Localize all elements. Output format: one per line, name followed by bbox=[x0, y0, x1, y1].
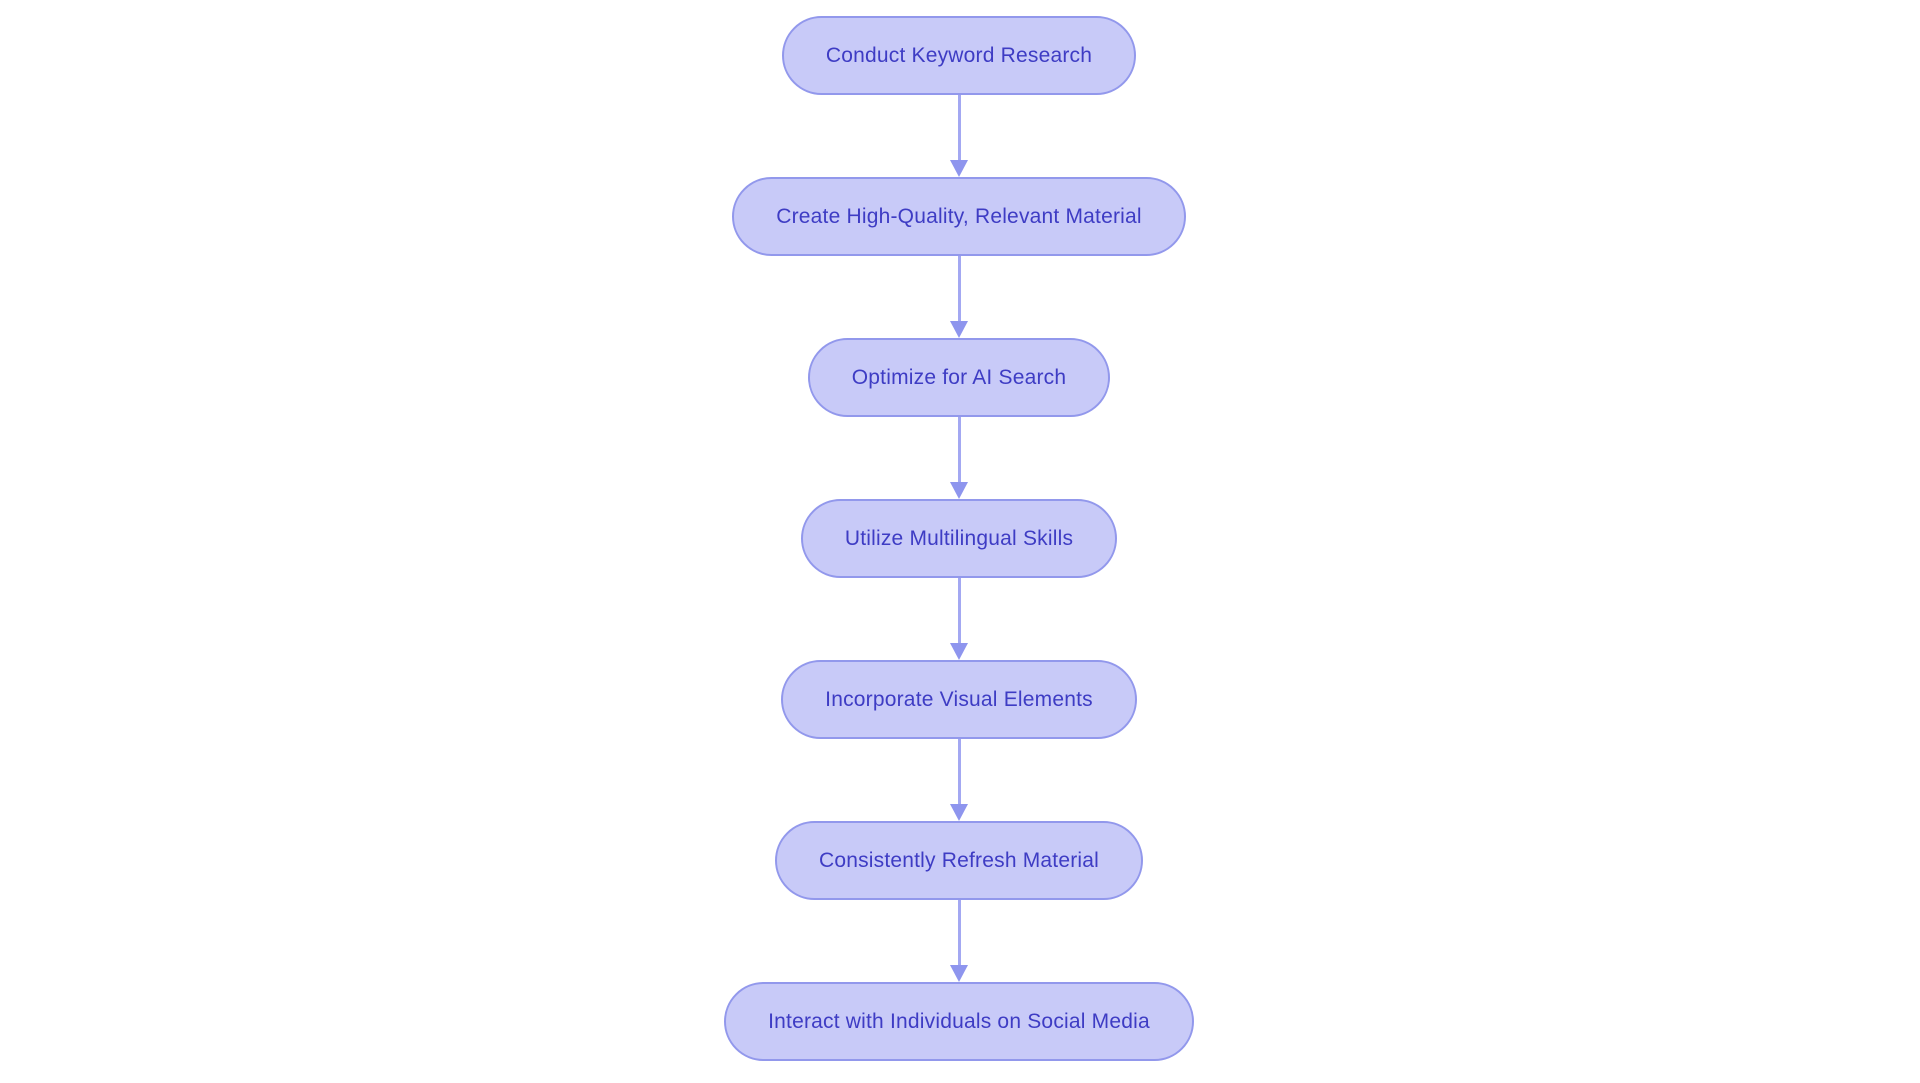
flow-node-label: Conduct Keyword Research bbox=[825, 43, 1093, 67]
flow-arrow-2 bbox=[950, 256, 968, 338]
arrow-line bbox=[957, 739, 961, 805]
flow-node-incorporate-visual-elements: Incorporate Visual Elements bbox=[781, 660, 1137, 739]
flow-node-create-high-quality-material: Create High-Quality, Relevant Material bbox=[732, 177, 1186, 256]
arrow-head-icon bbox=[950, 321, 968, 338]
arrow-head-icon bbox=[950, 160, 968, 177]
arrow-line bbox=[957, 900, 961, 966]
flow-arrow-3 bbox=[950, 417, 968, 499]
flow-node-optimize-for-ai-search: Optimize for AI Search bbox=[807, 338, 1111, 417]
flow-node-label: Incorporate Visual Elements bbox=[825, 687, 1093, 711]
flow-node-consistently-refresh-material: Consistently Refresh Material bbox=[774, 821, 1144, 900]
arrow-head-icon bbox=[950, 965, 968, 982]
flow-node-label: Optimize for AI Search bbox=[851, 365, 1067, 389]
flow-arrow-6 bbox=[950, 900, 968, 982]
arrow-head-icon bbox=[950, 643, 968, 660]
flow-node-label: Interact with Individuals on Social Medi… bbox=[768, 1009, 1150, 1033]
flow-node-utilize-multilingual-skills: Utilize Multilingual Skills bbox=[800, 499, 1118, 578]
flow-node-interact-on-social-media: Interact with Individuals on Social Medi… bbox=[724, 982, 1194, 1061]
flow-arrow-1 bbox=[950, 95, 968, 177]
flow-node-label: Utilize Multilingual Skills bbox=[844, 526, 1074, 550]
arrow-line bbox=[957, 95, 961, 161]
arrow-line bbox=[957, 417, 961, 483]
flow-arrow-4 bbox=[950, 578, 968, 660]
arrow-line bbox=[957, 578, 961, 644]
arrow-head-icon bbox=[950, 482, 968, 499]
flow-node-label: Consistently Refresh Material bbox=[818, 848, 1100, 872]
flow-node-label: Create High-Quality, Relevant Material bbox=[776, 204, 1142, 228]
flow-arrow-5 bbox=[950, 739, 968, 821]
flow-node-conduct-keyword-research: Conduct Keyword Research bbox=[781, 16, 1137, 95]
flowchart-column: Conduct Keyword Research Create High-Qua… bbox=[0, 16, 1918, 1061]
arrow-line bbox=[957, 256, 961, 322]
arrow-head-icon bbox=[950, 804, 968, 821]
